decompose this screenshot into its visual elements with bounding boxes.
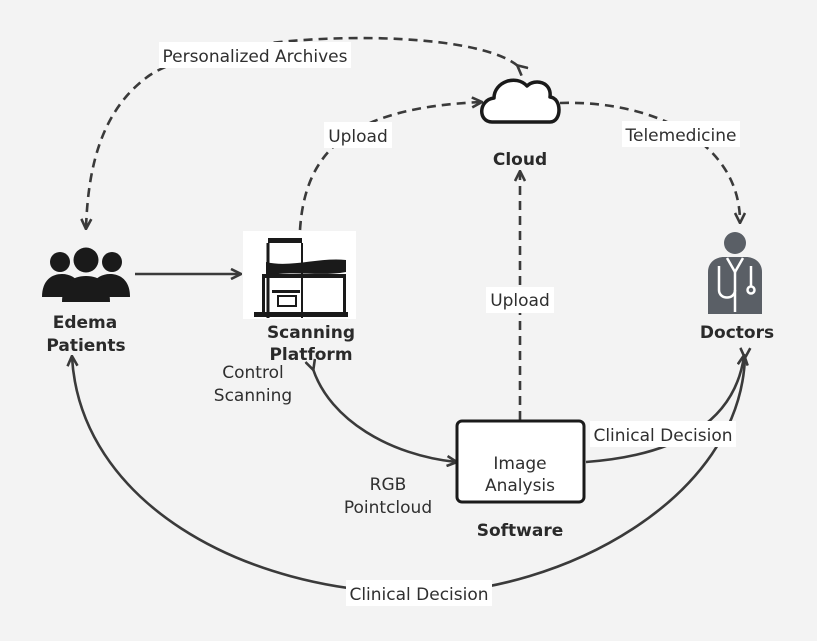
label-rgb-pointcloud: RGB Pointcloud [344, 475, 432, 518]
doctor-icon [708, 232, 762, 314]
node-patients: Edema Patients [42, 247, 130, 356]
edge-clinical-decision-bottom [72, 357, 745, 595]
svg-text:Upload: Upload [328, 127, 388, 147]
svg-text:Personalized Archives: Personalized Archives [162, 47, 347, 67]
svg-text:Telemedicine: Telemedicine [625, 126, 737, 146]
svg-text:Pointcloud: Pointcloud [344, 498, 432, 518]
cloud-label: Cloud [493, 150, 547, 170]
image-analysis-line2: Analysis [485, 476, 555, 496]
scanner-machine-icon [243, 231, 356, 319]
image-analysis-box [455, 419, 586, 504]
patients-label-line1: Edema [53, 313, 118, 333]
node-software: Image Analysis Software [455, 419, 586, 541]
software-label: Software [477, 521, 564, 541]
edge-telemedicine [559, 101, 740, 222]
label-personalized-archives: Personalized Archives [159, 42, 351, 68]
image-analysis-line1: Image [493, 454, 546, 474]
node-doctors: Doctors [700, 232, 774, 343]
platform-label-line2: Platform [269, 345, 352, 365]
patients-label-line2: Patients [46, 336, 125, 356]
svg-text:Scanning: Scanning [214, 386, 292, 406]
label-clinical-decision-bottom: Clinical Decision [346, 580, 492, 606]
doctors-label: Doctors [700, 323, 774, 343]
node-scanning-platform: Scanning Platform [243, 231, 356, 365]
node-cloud: Cloud [480, 78, 561, 170]
svg-text:Clinical Decision: Clinical Decision [349, 585, 488, 605]
svg-text:Control: Control [222, 363, 283, 383]
cloud-icon [480, 78, 561, 124]
label-upload-software: Upload [486, 287, 554, 313]
label-clinical-decision-software: Clinical Decision [590, 421, 736, 447]
label-upload-platform: Upload [324, 122, 392, 148]
svg-text:Upload: Upload [490, 291, 550, 311]
svg-text:Clinical Decision: Clinical Decision [593, 426, 732, 446]
edge-upload-platform [298, 102, 481, 231]
patients-group-icon [42, 247, 130, 302]
edge-platform-software [313, 369, 456, 462]
svg-text:RGB: RGB [370, 475, 407, 495]
platform-label-line1: Scanning [267, 323, 355, 343]
label-telemedicine: Telemedicine [622, 121, 740, 147]
label-control-scanning: Control Scanning [214, 363, 292, 406]
